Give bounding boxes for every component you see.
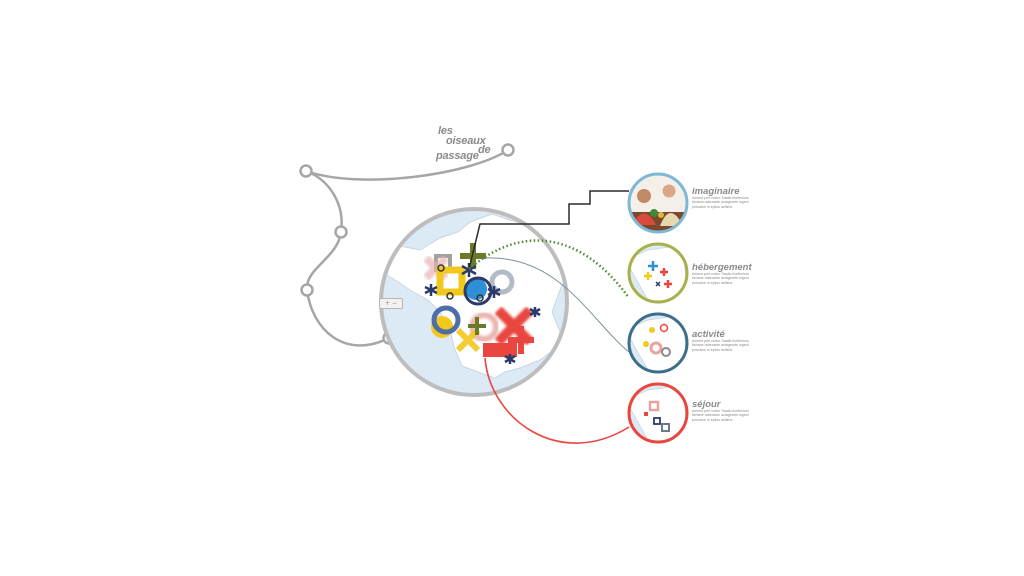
panel-title-activite[interactable]: activité bbox=[692, 329, 725, 340]
main-map[interactable] bbox=[379, 207, 600, 420]
map-zoom-control[interactable]: + − bbox=[379, 298, 403, 309]
panel-title-sejour[interactable]: séjour bbox=[692, 399, 721, 410]
waypoint-2 bbox=[334, 225, 348, 239]
marker-dot-blue bbox=[465, 278, 487, 300]
waypoint-start bbox=[299, 164, 313, 178]
panel-body-hebergement: Advent pert nultur Saatlo lisefenlum tis… bbox=[692, 272, 749, 285]
person-right-head bbox=[662, 184, 676, 198]
title-word-1: les bbox=[438, 125, 453, 137]
waypoint-3 bbox=[300, 283, 314, 297]
connector-sejour bbox=[484, 357, 630, 444]
connectors bbox=[468, 190, 631, 444]
panel-hebergement-icon[interactable] bbox=[627, 242, 689, 304]
marker-asterisks bbox=[424, 263, 541, 364]
connector-hebergement bbox=[468, 239, 631, 299]
marker-small-rings bbox=[437, 264, 484, 302]
marker-cross-yellow bbox=[455, 327, 481, 353]
panel-activite-icon[interactable] bbox=[627, 312, 689, 374]
waypoint-title bbox=[501, 143, 515, 157]
panel-body-imaginaire: Advent pert nultur Saatlo lisefenlum tis… bbox=[692, 196, 749, 209]
panel-body-sejour: Advent pert nultur Saatlo lisefenlum tis… bbox=[692, 409, 749, 422]
route-path bbox=[305, 148, 509, 347]
panel-imaginaire-icon[interactable] bbox=[627, 172, 689, 234]
panel-body-activite: Advent pert nultur Saatlo lisefenlum tis… bbox=[692, 339, 749, 352]
person-left-head bbox=[637, 189, 651, 203]
panel-title-imaginaire[interactable]: imaginaire bbox=[692, 186, 740, 197]
map-markers[interactable] bbox=[423, 243, 541, 364]
marker-plus-red bbox=[508, 326, 534, 354]
marker-cross-green bbox=[468, 317, 486, 335]
marker-square-yellow bbox=[436, 266, 466, 296]
marker-ring-gray bbox=[489, 269, 515, 295]
title-word-4: passage bbox=[436, 150, 479, 162]
panel-sejour-icon[interactable] bbox=[627, 382, 689, 444]
marker-cross-red-big bbox=[494, 306, 534, 346]
connector-imaginaire bbox=[468, 190, 629, 270]
title-word-2: oiseaux bbox=[446, 135, 486, 147]
marker-cross-olive bbox=[460, 243, 486, 269]
connector-activite bbox=[484, 257, 630, 353]
marker-ring-blue bbox=[431, 305, 461, 335]
panel-title-hebergement[interactable]: hébergement bbox=[692, 262, 752, 273]
title-word-3: de bbox=[478, 144, 491, 156]
marker-bar-red bbox=[483, 343, 517, 357]
